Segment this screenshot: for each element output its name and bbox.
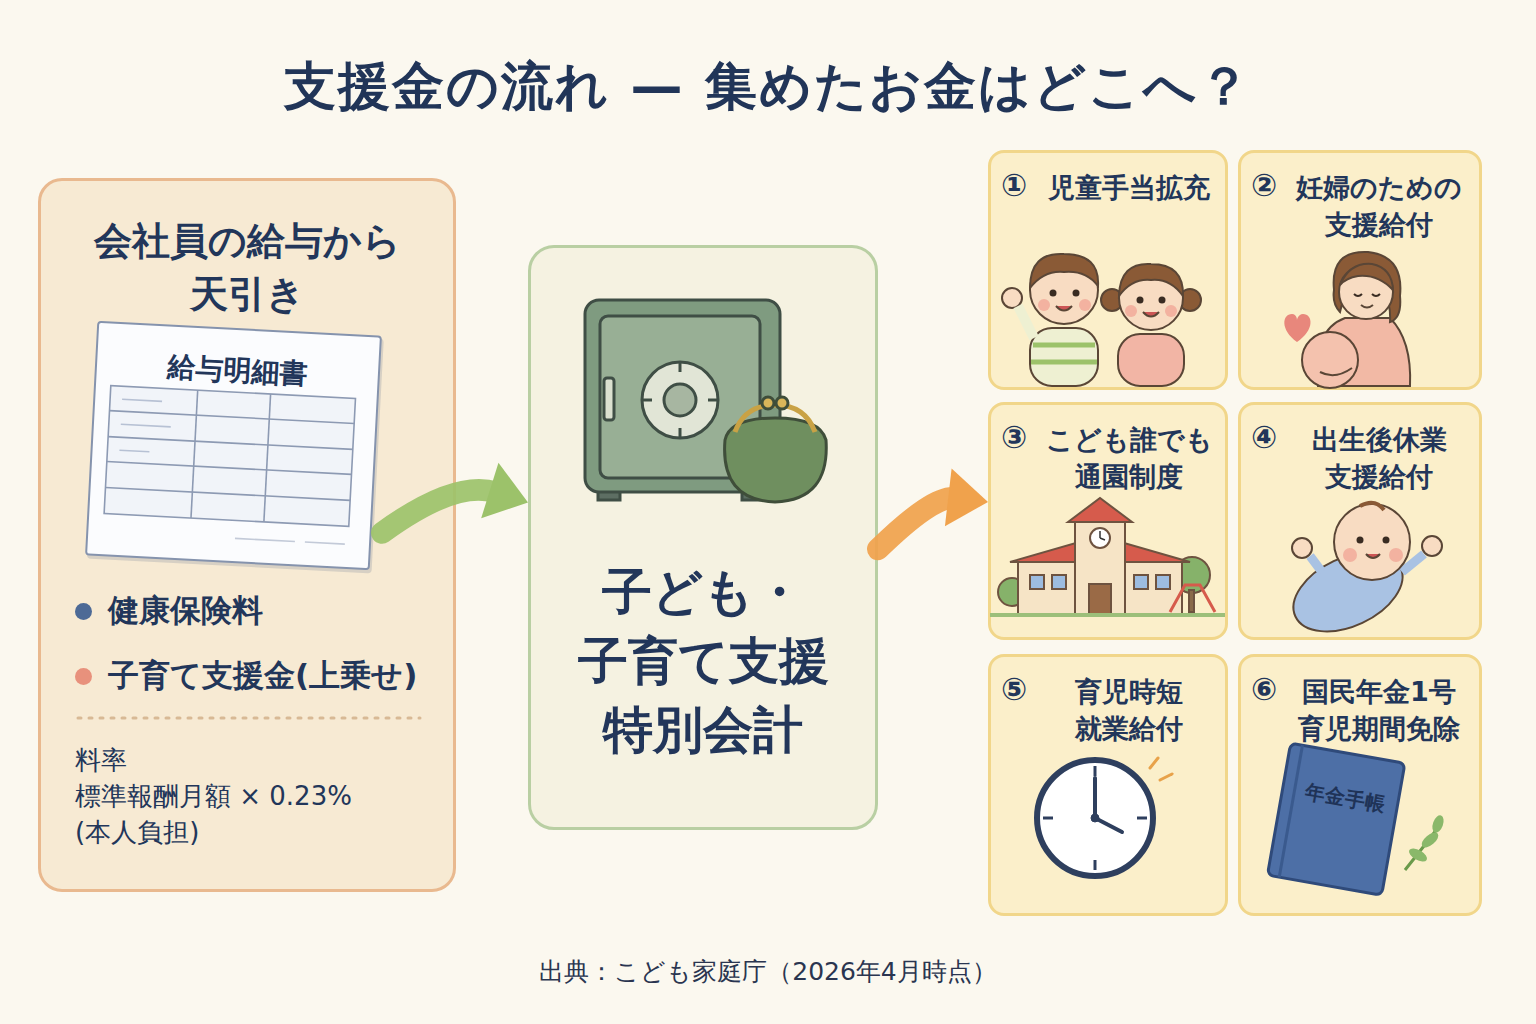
diagram-title: 支援金の流れ — 集めたお金はどこへ？ — [0, 52, 1536, 122]
arrow-shaft — [382, 490, 496, 533]
flow-arrow — [382, 463, 528, 533]
callout-number: ⑤ — [1001, 669, 1027, 709]
callout-number: ② — [1251, 165, 1277, 205]
account-box: 子ども・ 子育て支援 特別会計 — [528, 245, 878, 830]
payslip-card: 給与明細書 — [85, 321, 382, 571]
payslip-title: 給与明細書 — [96, 345, 379, 398]
benefit-tile: ⑤育児時短 就業給付 — [988, 654, 1228, 916]
benefit-name: 育児時短 就業給付 — [1037, 673, 1221, 748]
arrow-head — [481, 463, 528, 518]
callout-number: ⑥ — [1251, 669, 1277, 709]
legend-text: 健康保険料 — [108, 590, 263, 632]
callout-number: ④ — [1251, 417, 1277, 457]
arrow-head — [945, 469, 988, 527]
benefit-name: 出生後休業 支援給付 — [1287, 421, 1471, 496]
legend-entry: 子育て支援金(上乗せ) — [75, 655, 417, 697]
source-caption: 出典：こども家庭庁（2026年4月時点） — [0, 955, 1536, 988]
legend-swatch — [75, 603, 92, 620]
benefit-tile: ④出生後休業 支援給付 — [1238, 402, 1482, 640]
box-heading: 会社員の給与から 天引き — [61, 215, 433, 321]
arrow-shaft — [878, 498, 954, 549]
benefit-name: 妊婦のための 支援給付 — [1287, 169, 1471, 244]
legend-entry: 健康保険料 — [75, 590, 263, 632]
benefit-name: こども誰でも 通園制度 — [1037, 421, 1221, 496]
flow-arrow — [878, 469, 988, 550]
benefit-name: 児童手当拡充 — [1037, 169, 1221, 206]
callout-number: ③ — [1001, 417, 1027, 457]
benefit-name: 国民年金1号 育児期間免除 — [1287, 673, 1471, 748]
benefit-tile: ⑥国民年金1号 育児期間免除 — [1238, 654, 1482, 916]
benefit-tile: ③こども誰でも 通園制度 — [988, 402, 1228, 640]
benefit-tile: ②妊婦のための 支援給付 — [1238, 150, 1482, 390]
account-name: 子ども・ 子育て支援 特別会計 — [561, 558, 845, 765]
legend-text: 子育て支援金(上乗せ) — [108, 655, 417, 697]
source-box: 会社員の給与から 天引き料率標準報酬月額 × 0.23% (本人負担) 給与明細書 — [38, 178, 456, 892]
callout-number: ① — [1001, 165, 1027, 205]
legend-swatch — [75, 668, 92, 685]
rate-label: 料率 — [75, 743, 127, 778]
rate-formula: 標準報酬月額 × 0.23% (本人負担) — [75, 778, 415, 851]
benefit-tile: ① 児童手当拡充 — [988, 150, 1228, 390]
